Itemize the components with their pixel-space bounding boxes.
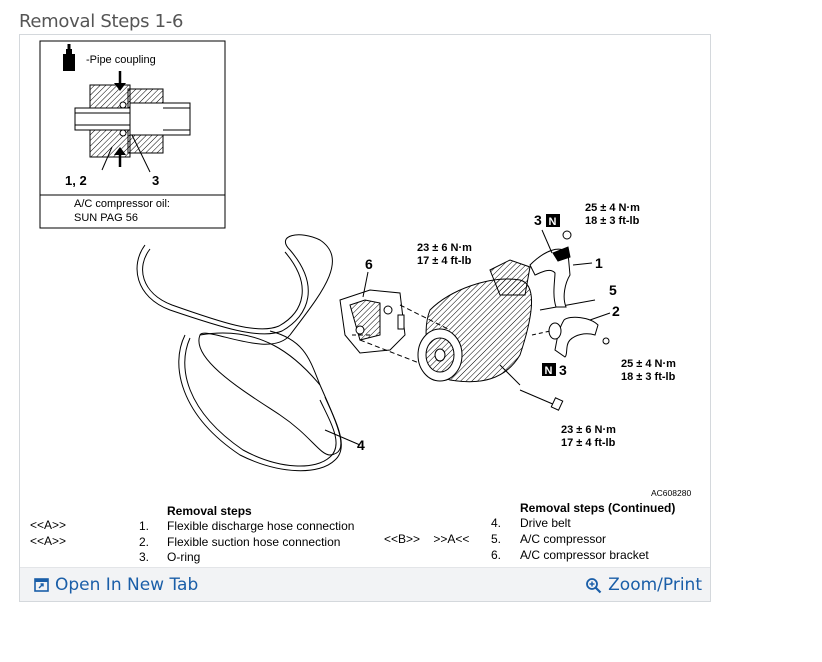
svg-text:18 ± 3 ft-lb: 18 ± 3 ft-lb [585,215,640,227]
svg-text:Flexible suction hose connecti: Flexible suction hose connection [167,535,340,549]
svg-text:Flexible discharge hose connec: Flexible discharge hose connection [167,519,354,533]
n-badge-bottom: N [545,365,553,377]
oil-bottle-icon [63,44,75,71]
page-title: Removal Steps 1-6 [19,11,184,32]
svg-text:<<A>>: <<A>> [30,518,66,532]
ac-compressor [417,259,596,386]
zoom-print-link[interactable]: Zoom/Print [585,575,702,595]
zoom-icon [586,577,602,593]
oil-line-2: SUN PAG 56 [74,212,138,224]
footer-bar: Open In New Tab Zoom/Print [20,567,710,601]
svg-text:17 ± 4 ft-lb: 17 ± 4 ft-lb [417,255,472,267]
torque-4: 23 ± 6 N·m 17 ± 4 ft-lb [561,424,616,449]
step-row-3: 3. O-ring [139,550,200,564]
svg-text:<<B>> >>A<<: <<B>> >>A<< [384,532,469,546]
callout-4: 4 [357,437,365,453]
svg-text:A/C compressor bracket: A/C compressor bracket [520,548,649,562]
long-bolt [519,389,564,411]
coupling-section [74,71,191,173]
step-row-1: <<A>> 1. Flexible discharge hose connect… [30,518,354,533]
callout-2: 2 [612,303,620,319]
svg-text:25 ± 4 N·m: 25 ± 4 N·m [621,358,676,370]
callout-3-top: 3 N [534,212,560,254]
steps-table: Removal steps Removal steps (Continued) … [30,501,675,564]
open-in-new-tab-link[interactable]: Open In New Tab [34,575,198,595]
svg-text:O-ring: O-ring [167,550,200,564]
compressor-bracket [339,271,451,376]
inset-label: -Pipe coupling [86,54,156,66]
callout-1: 1 [595,255,603,271]
callout-6: 6 [365,256,373,272]
torque-1: 25 ± 4 N·m 18 ± 3 ft-lb [585,202,640,227]
svg-text:4.: 4. [491,516,501,530]
svg-text:6.: 6. [491,548,501,562]
step-row-2: <<A>> 2. Flexible suction hose connectio… [30,534,340,549]
svg-text:Drive belt: Drive belt [520,516,571,530]
zoom-print-label: Zoom/Print [608,575,702,595]
svg-text:3: 3 [534,212,542,228]
pipe-coupling-inset: -Pipe coupling 1, 2 [39,40,226,229]
step-row-5: <<B>> >>A<< 5. A/C compressor [384,532,606,546]
svg-text:3.: 3. [139,550,149,564]
inset-part-left: 1, 2 [65,173,87,188]
n-badge-top: N [549,216,557,228]
svg-text:5.: 5. [491,532,501,546]
step-row-6: 6. A/C compressor bracket [491,548,649,562]
svg-text:18 ± 3 ft-lb: 18 ± 3 ft-lb [621,371,676,383]
drive-belt [136,234,361,472]
svg-text:3: 3 [559,362,567,378]
svg-text:17 ± 4 ft-lb: 17 ± 4 ft-lb [561,437,616,449]
open-in-new-tab-label: Open In New Tab [55,575,199,595]
svg-text:25 ± 4 N·m: 25 ± 4 N·m [585,202,640,214]
oil-line-1: A/C compressor oil: [74,198,170,210]
inset-part-right: 3 [152,173,159,188]
callout-5: 5 [609,282,617,298]
svg-text:23 ± 6 N·m: 23 ± 6 N·m [561,424,616,436]
hoses [529,230,610,358]
svg-text:2.: 2. [139,535,149,549]
step-row-4: 4. Drive belt [491,516,571,530]
open-new-tab-icon [34,577,49,592]
torque-2: 23 ± 6 N·m 17 ± 4 ft-lb [417,242,472,267]
steps-right-title: Removal steps (Continued) [520,501,675,515]
torque-3: 25 ± 4 N·m 18 ± 3 ft-lb [621,358,676,383]
figure-code: AC608280 [651,488,691,498]
svg-text:A/C compressor: A/C compressor [520,532,606,546]
steps-left-title: Removal steps [167,504,252,518]
svg-text:<<A>>: <<A>> [30,534,66,548]
figure-frame: -Pipe coupling 1, 2 [19,34,711,602]
svg-text:1.: 1. [139,519,149,533]
svg-text:23 ± 6 N·m: 23 ± 6 N·m [417,242,472,254]
callout-3-bottom: N 3 [542,362,567,378]
removal-diagram: -Pipe coupling 1, 2 [30,40,691,564]
